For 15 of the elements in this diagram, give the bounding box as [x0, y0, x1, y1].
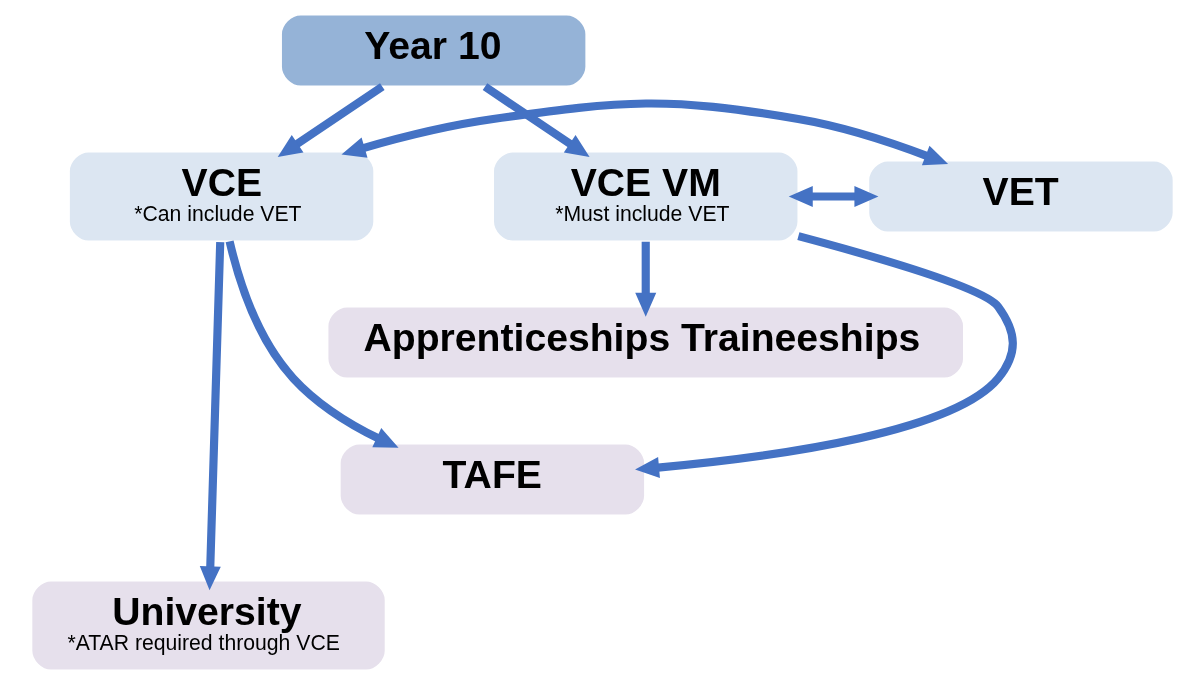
node-box: VCE VM *Must include VET — [491, 150, 799, 243]
node-box: VCE *Can include VET — [67, 150, 375, 243]
arrow — [225, 240, 399, 448]
arrow — [634, 232, 1017, 478]
arrow — [199, 241, 224, 591]
arrow — [634, 241, 656, 317]
node-box: University *ATAR required through VCE — [30, 579, 386, 672]
node-box: Apprenticeships Traineeships — [326, 305, 965, 380]
arrow — [482, 83, 590, 158]
node-box: TAFE — [338, 442, 646, 517]
node-box: VET — [867, 159, 1174, 234]
arrow — [788, 185, 878, 207]
node-box: Year 10 — [279, 13, 587, 88]
arrow — [340, 99, 948, 166]
arrow — [277, 83, 385, 158]
